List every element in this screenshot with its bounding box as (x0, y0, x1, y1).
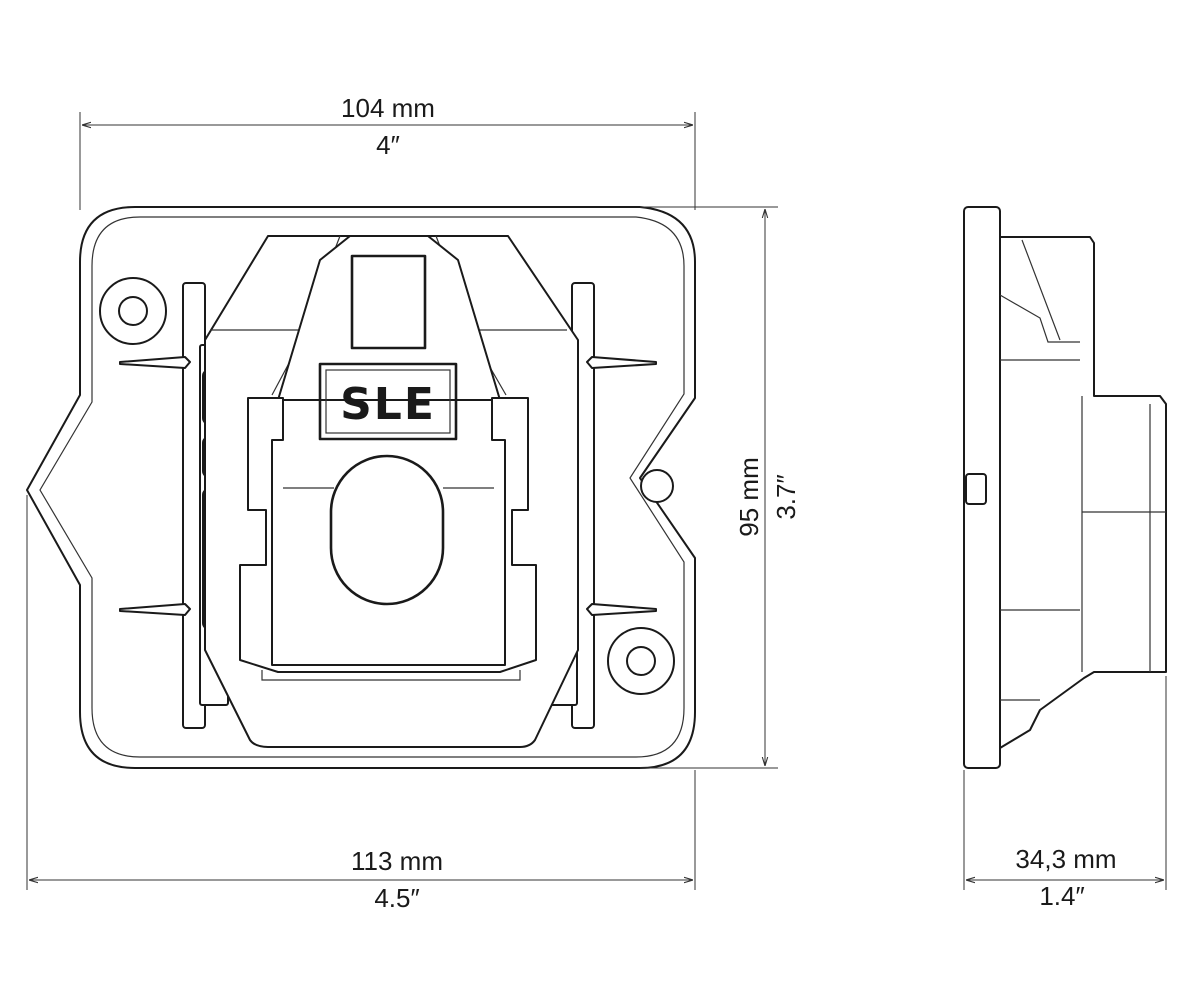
dim-depth-mm: 34,3 mm (1015, 844, 1116, 874)
front-plate-inner-edge (39, 216, 685, 758)
dim-overall-mm: 113 mm (351, 846, 443, 876)
dim-height-mm: 95 mm (734, 457, 764, 536)
side-body (999, 236, 1167, 749)
dim-width-top: 104 mm 4″ (79, 93, 696, 210)
oval-opening (329, 454, 445, 606)
logo-badge: SLE (318, 362, 458, 441)
dim-width-in: 4″ (376, 130, 400, 160)
mounting-hole-top-left (99, 277, 167, 345)
dim-depth-in: 1.4″ (1039, 881, 1084, 911)
dim-height: 95 mm 3.7″ (640, 206, 801, 769)
front-view: SLE (26, 206, 696, 769)
side-latch (965, 473, 987, 505)
side-notch-hole (640, 469, 674, 503)
dim-width-mm: 104 mm (341, 93, 435, 123)
tray-rails (261, 487, 521, 681)
dim-overall-in: 4.5″ (374, 883, 419, 913)
logo-text: SLE (340, 379, 436, 430)
mounting-hole-bottom-right (607, 627, 675, 695)
dim-depth: 34,3 mm 1.4″ (963, 676, 1167, 911)
side-body-details (999, 239, 1166, 701)
dim-overall-bottom: 113 mm 4.5″ (26, 495, 696, 913)
dim-height-in: 3.7″ (771, 474, 801, 519)
top-window (350, 254, 427, 350)
inner-tray (239, 397, 537, 673)
side-view (963, 206, 1167, 769)
